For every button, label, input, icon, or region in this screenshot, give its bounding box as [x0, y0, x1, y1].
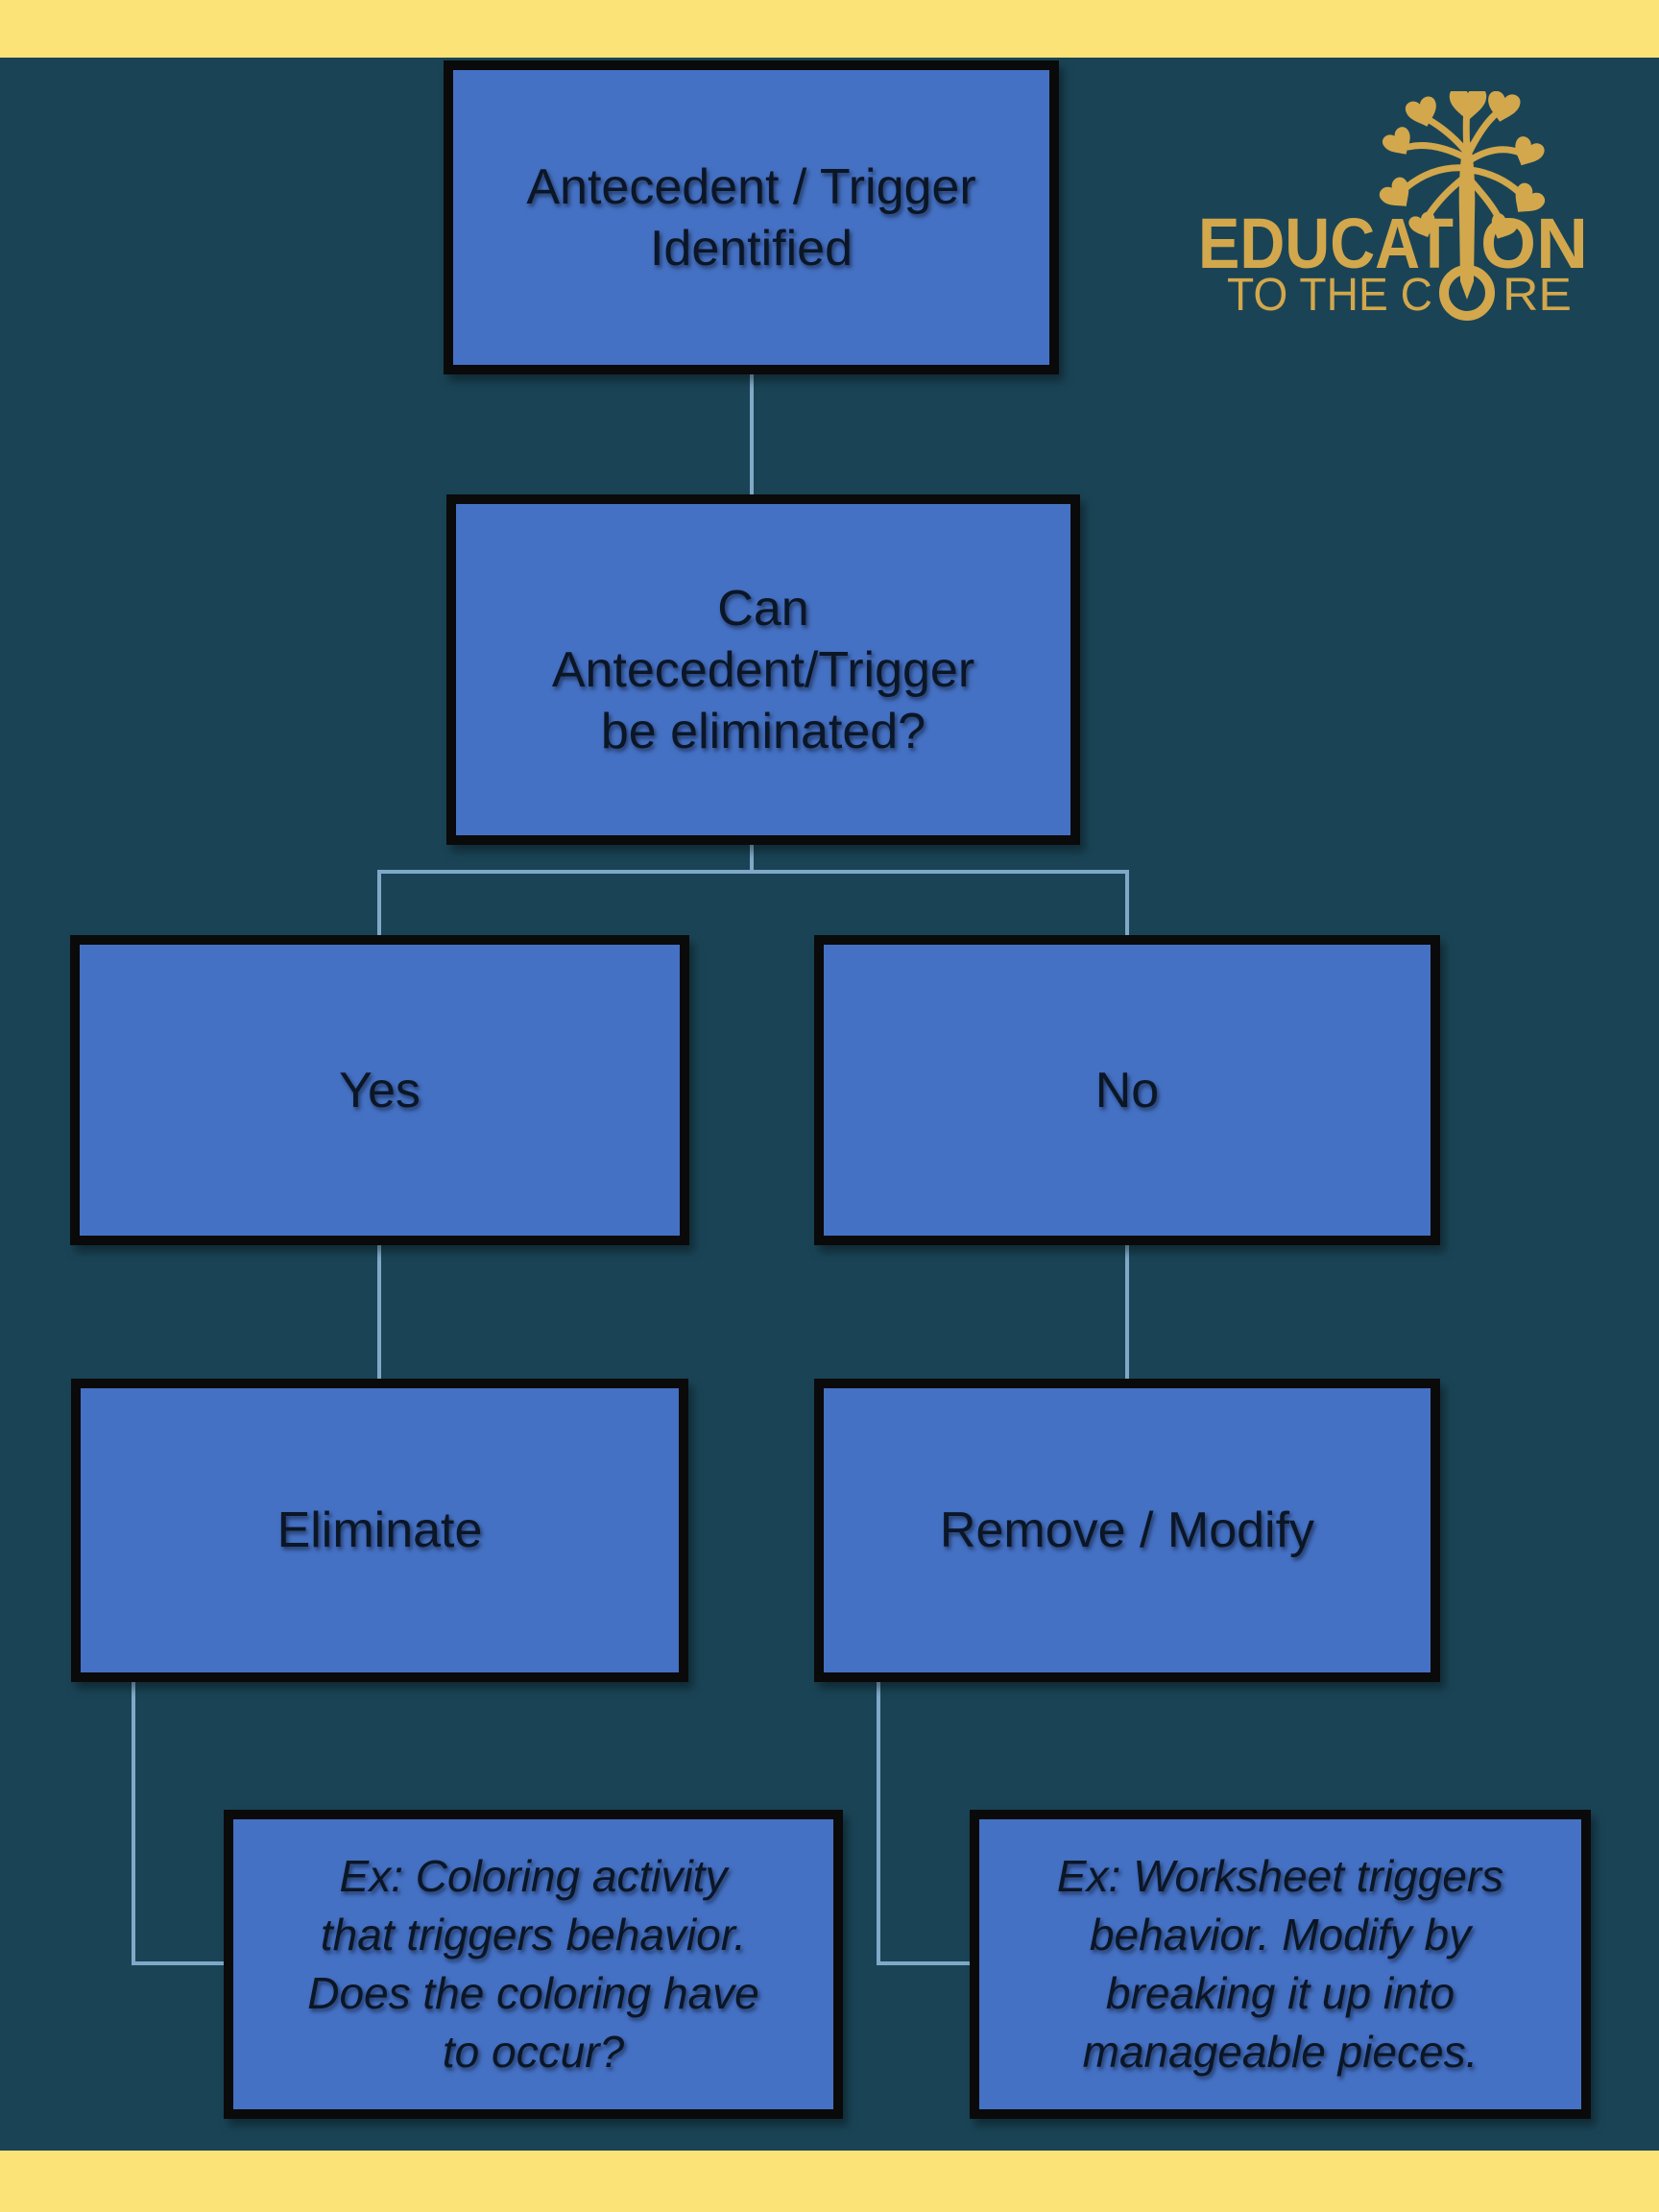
connector-branch-to-yes: [377, 870, 381, 935]
flow-node-label: Antecedent / Trigger Identified: [526, 158, 976, 276]
flow-node-no: No: [814, 935, 1440, 1245]
heart-tree-logo-icon: EDUCAT ON TO THE C RE: [1198, 91, 1588, 321]
flow-node-label: Eliminate: [276, 1503, 483, 1558]
flow-node-label: No: [1094, 1062, 1160, 1118]
flow-node-label: Ex: Coloring activity that triggers beha…: [307, 1851, 759, 2077]
education-to-the-core-logo: EDUCAT ON TO THE C RE: [1186, 91, 1613, 326]
logo-text-educat: EDUCAT: [1198, 204, 1454, 283]
flow-node-label: Ex: Worksheet triggers behavior. Modify …: [1056, 1851, 1504, 2077]
connector-branch-to-no: [1125, 870, 1129, 935]
flow-node-example-eliminate: Ex: Coloring activity that triggers beha…: [224, 1810, 843, 2119]
flow-node-can-be-eliminated-question: Can Antecedent/Trigger be eliminated?: [446, 494, 1080, 845]
connector-eliminate-to-example: [132, 1961, 230, 1965]
flow-node-eliminate: Eliminate: [71, 1379, 688, 1682]
flow-node-antecedent-identified: Antecedent / Trigger Identified: [444, 60, 1059, 374]
flow-node-example-modify: Ex: Worksheet triggers behavior. Modify …: [970, 1810, 1591, 2119]
bottom-yellow-band: [0, 2151, 1659, 2212]
connector-remove-drop: [877, 1682, 880, 1965]
logo-text-on: ON: [1480, 204, 1588, 283]
connector-question-stub: [750, 845, 754, 874]
connector-remove-to-example: [877, 1961, 974, 1965]
flow-node-label: Yes: [339, 1062, 421, 1118]
flow-node-yes: Yes: [70, 935, 689, 1245]
logo-text-re: RE: [1503, 270, 1572, 321]
connector-yes-to-eliminate: [377, 1245, 381, 1379]
top-yellow-band: [0, 0, 1659, 58]
connector-eliminate-drop: [132, 1682, 135, 1965]
logo-text-to-the-c: TO THE C: [1227, 270, 1432, 321]
connector-no-to-remove-modify: [1125, 1245, 1129, 1379]
flow-node-remove-modify: Remove / Modify: [814, 1379, 1440, 1682]
flow-node-label: Remove / Modify: [939, 1503, 1315, 1558]
connector-branch-horizontal: [377, 870, 1129, 874]
connector-start-to-question: [750, 374, 754, 494]
tree-trunk-pencil: [1458, 141, 1476, 300]
flow-node-label: Can Antecedent/Trigger be eliminated?: [551, 580, 975, 759]
core-o-ring: [1439, 265, 1495, 321]
